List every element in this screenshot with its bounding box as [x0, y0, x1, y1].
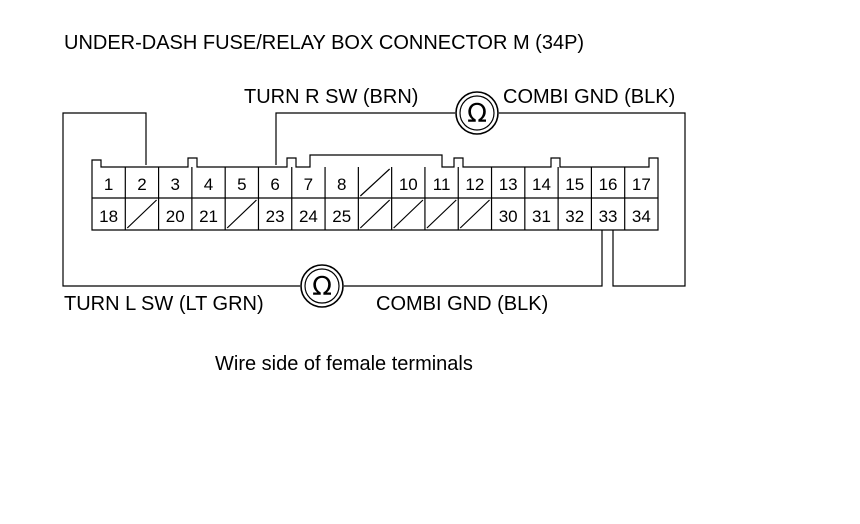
empty-cavity: [459, 199, 490, 229]
terminal-23: 23: [266, 207, 285, 226]
label-turn-l-sw: TURN L SW (LT GRN): [64, 293, 264, 315]
terminal-15: 15: [565, 175, 584, 194]
page-title: UNDER-DASH FUSE/RELAY BOX CONNECTOR M (3…: [64, 32, 585, 54]
terminal-31: 31: [532, 207, 551, 226]
terminal-12: 12: [465, 175, 484, 194]
wire-top: [275, 112, 686, 287]
terminal-3: 3: [171, 175, 180, 194]
terminal-30: 30: [499, 207, 518, 226]
terminal-18: 18: [99, 207, 118, 226]
empty-cavity: [359, 168, 391, 197]
terminal-16: 16: [599, 175, 618, 194]
empty-cavity: [393, 199, 424, 229]
terminal-1: 1: [104, 175, 113, 194]
terminal-25: 25: [332, 207, 351, 226]
terminal-5: 5: [237, 175, 246, 194]
ohm-symbol: Ω: [312, 272, 332, 302]
terminal-14: 14: [532, 175, 551, 194]
terminal-24: 24: [299, 207, 318, 226]
empty-cavity: [126, 199, 158, 229]
terminal-17: 17: [632, 175, 651, 194]
terminal-34: 34: [632, 207, 651, 226]
empty-cavity: [359, 199, 391, 229]
label-combi-gnd-bottom: COMBI GND (BLK): [376, 293, 549, 315]
terminal-8: 8: [337, 175, 346, 194]
terminal-10: 10: [399, 175, 418, 194]
connector-housing: [91, 154, 659, 231]
ohmmeter-top: Ω: [455, 91, 499, 135]
terminal-21: 21: [199, 207, 218, 226]
label-combi-gnd-top: COMBI GND (BLK): [503, 86, 676, 108]
wire-bottom: [62, 112, 603, 287]
empty-cavity: [226, 199, 257, 229]
terminal-11: 11: [433, 175, 451, 194]
caption: Wire side of female terminals: [215, 353, 473, 375]
ohmmeter-bottom: Ω: [300, 264, 344, 308]
label-turn-r-sw: TURN R SW (BRN): [244, 86, 419, 108]
empty-cavity: [426, 199, 457, 229]
terminal-4: 4: [204, 175, 213, 194]
terminal-7: 7: [304, 175, 313, 194]
terminal-2: 2: [137, 175, 146, 194]
ohm-symbol: Ω: [467, 99, 487, 129]
terminal-6: 6: [270, 175, 279, 194]
terminal-20: 20: [166, 207, 185, 226]
terminal-33: 33: [599, 207, 618, 226]
terminal-32: 32: [565, 207, 584, 226]
terminal-13: 13: [499, 175, 518, 194]
